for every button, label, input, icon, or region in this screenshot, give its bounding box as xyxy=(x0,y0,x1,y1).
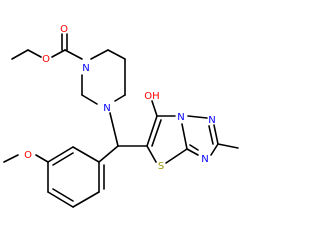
bond-c6-oh xyxy=(151,100,158,117)
bond-bz-5-inner xyxy=(52,152,74,166)
bond-ethyl-ch2-o xyxy=(27,49,42,58)
bond-carbonyl-n xyxy=(64,49,83,60)
bond-bz-6 xyxy=(72,146,100,163)
bond-bz-o-methoxy xyxy=(35,154,49,163)
bond-trz-n-c-bridge xyxy=(186,148,199,156)
atom-s-thiazole: S xyxy=(158,161,164,172)
bond-methine-benzene xyxy=(98,145,119,163)
atom-o-ester-double: O xyxy=(60,24,68,35)
atom-o-methoxy: O xyxy=(24,150,32,161)
bond-bz-5 xyxy=(47,146,74,163)
bond-pip-2 xyxy=(81,94,98,105)
bond-bz-3 xyxy=(47,191,74,208)
bond-trz-n-c xyxy=(213,124,219,145)
atom-n-piperazine-bottom: N xyxy=(103,103,110,114)
bond-trz-n-n xyxy=(187,115,208,119)
bond-bz-3-inner xyxy=(52,188,74,202)
atom-o-ester-single: O xyxy=(42,54,50,65)
atom-n-triazole-top: N xyxy=(208,115,215,126)
bond-pip-6 xyxy=(114,94,126,102)
bonds xyxy=(3,33,239,208)
bond-o-carbonyl xyxy=(51,49,66,58)
bond-trz-n-c-bridge-inner xyxy=(189,144,199,151)
bond-pip-3 xyxy=(90,49,109,60)
bond-thz-c-s xyxy=(165,148,188,164)
bond-thz-c5-c6 xyxy=(146,115,158,147)
bond-thz-s-c5 xyxy=(146,145,157,163)
bond-thz-c5-c6-inner xyxy=(151,119,162,147)
bond-pip-4 xyxy=(107,49,126,60)
bond-ethyl-ch3 xyxy=(11,49,29,60)
bond-trz-methyl xyxy=(217,143,239,149)
atom-oh-hydroxy: OH xyxy=(144,91,159,102)
atom-n-piperazine-top: N xyxy=(82,63,89,74)
atom-labels: O O N N OH N N N S O xyxy=(24,24,216,172)
bond-n-methine xyxy=(109,112,119,147)
atom-n-triazole-bottom: N xyxy=(201,154,208,165)
atom-n-bridge: N xyxy=(177,112,184,123)
bond-trz-n-c-inner xyxy=(208,125,214,145)
bond-trz-c-n xyxy=(210,143,219,156)
molecule-structure: O O N N OH N N N S O xyxy=(3,24,239,208)
bond-bz-2 xyxy=(72,191,100,208)
bond-o-methyl xyxy=(3,154,19,163)
bond-thz-n-c xyxy=(181,123,188,150)
